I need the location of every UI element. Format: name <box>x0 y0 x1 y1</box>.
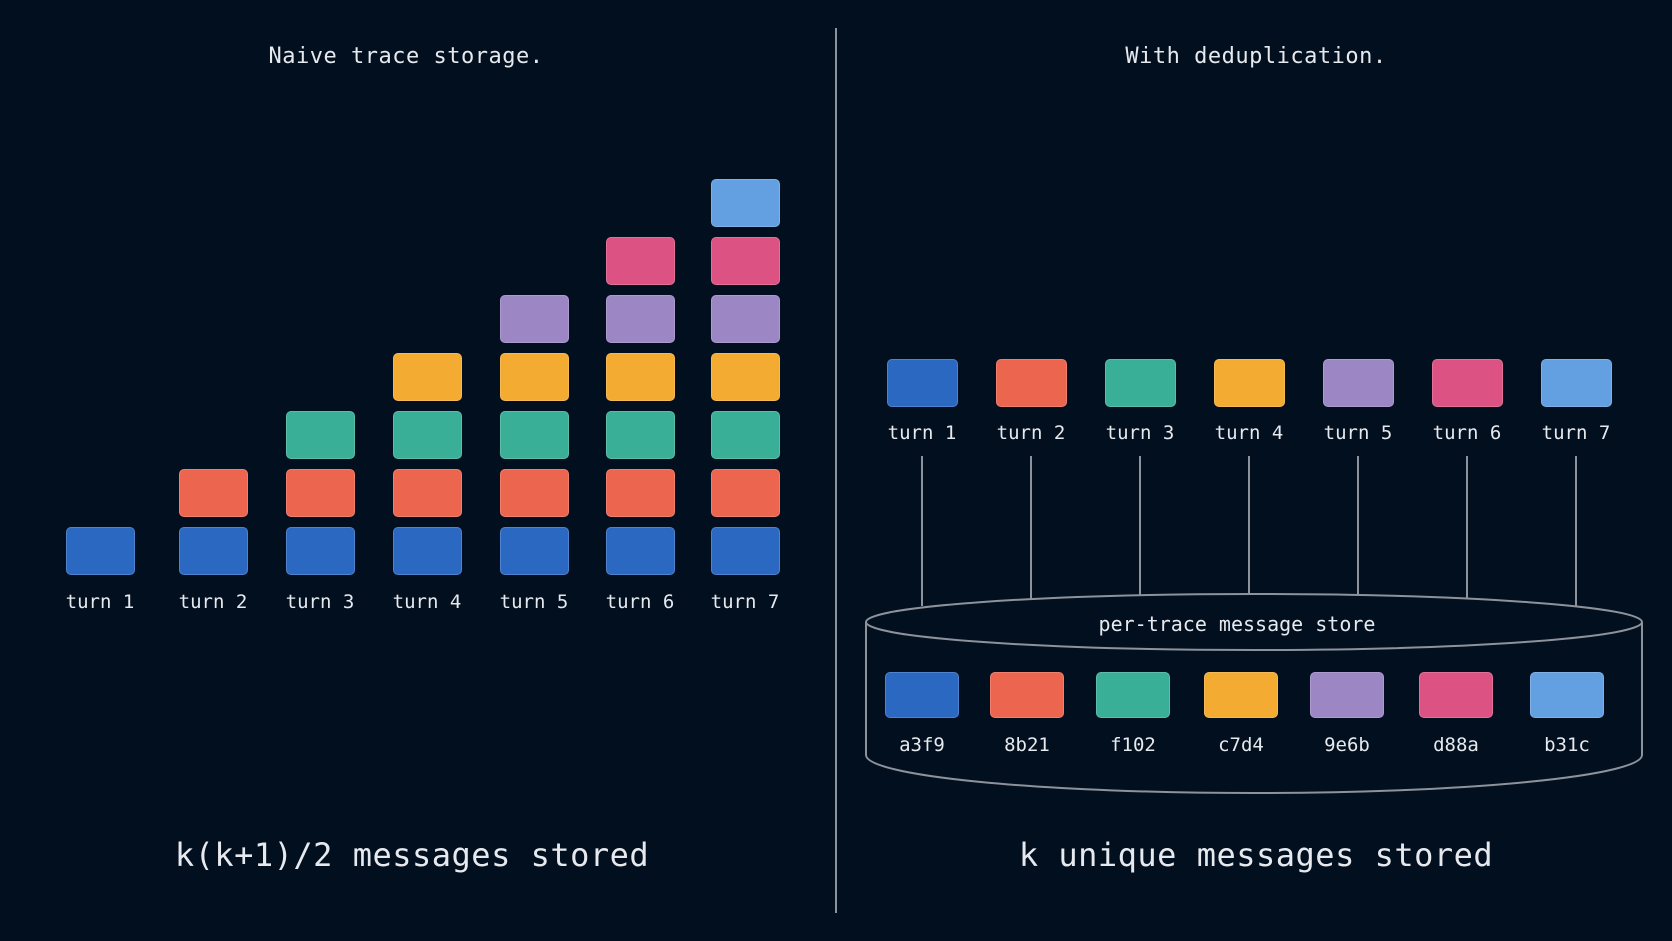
message-hash-label: d88a <box>1433 734 1479 756</box>
stored-message-block <box>1096 672 1170 718</box>
naive-message-block <box>285 469 355 517</box>
naive-message-block <box>499 527 569 575</box>
naive-turn-label: turn 1 <box>65 591 135 613</box>
naive-message-block <box>605 527 675 575</box>
naive-message-block <box>392 411 462 459</box>
dedup-turn-label: turn 3 <box>1105 422 1175 444</box>
naive-message-block <box>285 527 355 575</box>
naive-message-block <box>710 411 780 459</box>
dedup-message-block <box>1322 359 1394 407</box>
naive-turn-label: turn 7 <box>710 591 780 613</box>
stored-message-block <box>990 672 1064 718</box>
dedup-turn-label: turn 6 <box>1432 422 1502 444</box>
dedup-message-block <box>886 359 958 407</box>
turn-to-store-connector <box>1248 456 1250 606</box>
message-hash-label: f102 <box>1110 734 1156 756</box>
naive-message-block <box>499 295 569 343</box>
naive-turn-label: turn 4 <box>392 591 462 613</box>
naive-message-block <box>710 353 780 401</box>
naive-message-block <box>499 353 569 401</box>
naive-message-block <box>710 527 780 575</box>
naive-message-block <box>710 237 780 285</box>
message-hash-label: c7d4 <box>1218 734 1264 756</box>
message-hash-label: 8b21 <box>1004 734 1050 756</box>
naive-message-block <box>605 295 675 343</box>
turn-to-store-connector <box>921 456 923 606</box>
naive-turn-label: turn 2 <box>178 591 248 613</box>
naive-message-block <box>499 411 569 459</box>
dedup-message-block <box>1431 359 1503 407</box>
message-store-title: per-trace message store <box>1098 612 1376 636</box>
naive-message-block <box>605 469 675 517</box>
message-hash-label: a3f9 <box>899 734 945 756</box>
naive-message-block <box>65 527 135 575</box>
naive-message-block <box>392 469 462 517</box>
dedup-footer: k unique messages stored <box>1018 836 1494 874</box>
naive-message-block <box>285 411 355 459</box>
stored-message-block <box>885 672 959 718</box>
naive-message-block <box>710 295 780 343</box>
dedup-turn-label: turn 7 <box>1541 422 1611 444</box>
naive-message-block <box>392 527 462 575</box>
dedup-turn-label: turn 2 <box>996 422 1066 444</box>
dedup-turn-label: turn 4 <box>1214 422 1284 444</box>
naive-turn-label: turn 5 <box>499 591 569 613</box>
dedup-turn-label: turn 5 <box>1323 422 1393 444</box>
stored-message-block <box>1530 672 1604 718</box>
naive-storage-heading: Naive trace storage. <box>268 44 544 69</box>
dedup-turn-label: turn 1 <box>887 422 957 444</box>
naive-message-block <box>710 179 780 227</box>
naive-message-block <box>178 469 248 517</box>
naive-message-block <box>499 469 569 517</box>
turn-to-store-connector <box>1575 456 1577 606</box>
naive-message-block <box>605 411 675 459</box>
stored-message-block <box>1419 672 1493 718</box>
turn-to-store-connector <box>1030 456 1032 606</box>
dedup-message-block <box>1104 359 1176 407</box>
naive-message-block <box>178 527 248 575</box>
turn-to-store-connector <box>1466 456 1468 606</box>
naive-message-block <box>392 353 462 401</box>
stored-message-block <box>1204 672 1278 718</box>
stored-message-block <box>1310 672 1384 718</box>
naive-turn-label: turn 6 <box>605 591 675 613</box>
panel-divider <box>835 28 837 913</box>
dedup-message-block <box>995 359 1067 407</box>
turn-to-store-connector <box>1357 456 1359 606</box>
naive-message-block <box>710 469 780 517</box>
message-hash-label: 9e6b <box>1324 734 1370 756</box>
turn-to-store-connector <box>1139 456 1141 606</box>
naive-footer: k(k+1)/2 messages stored <box>174 836 650 874</box>
dedup-message-block <box>1540 359 1612 407</box>
dedup-storage-heading: With deduplication. <box>1125 44 1387 69</box>
naive-message-block <box>605 237 675 285</box>
message-hash-label: b31c <box>1544 734 1590 756</box>
dedup-message-block <box>1213 359 1285 407</box>
naive-message-block <box>605 353 675 401</box>
naive-turn-label: turn 3 <box>285 591 355 613</box>
